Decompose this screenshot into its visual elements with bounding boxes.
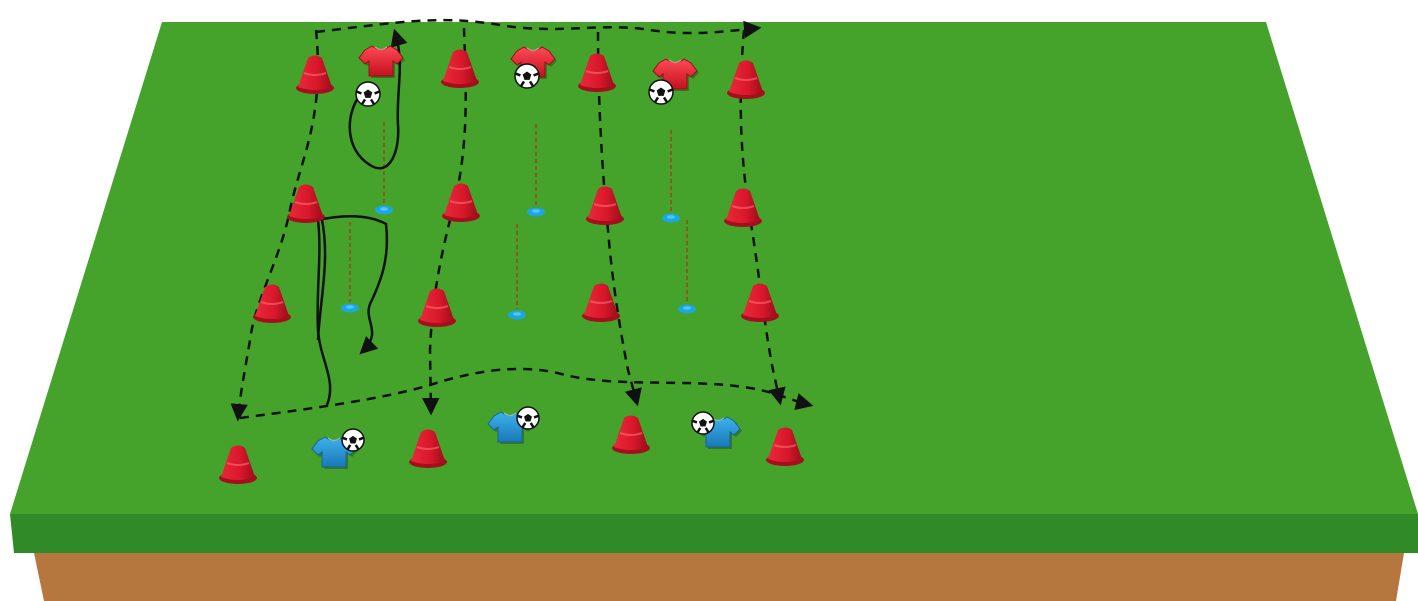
- run-path: [239, 367, 814, 420]
- pass-lines: [349, 122, 688, 309]
- cone-icon: [741, 283, 779, 322]
- run-path: [230, 29, 320, 422]
- soccer-ball-icon: [341, 428, 365, 452]
- cone-icon: [441, 49, 479, 88]
- cone-layer: [219, 49, 804, 484]
- cone-icon: [253, 284, 291, 323]
- cone-icon: [219, 445, 257, 484]
- soccer-ball-icon: [514, 63, 540, 89]
- flat-marker-icon: [678, 304, 696, 314]
- dribble-path: [316, 214, 389, 406]
- soccer-ball-icon: [691, 411, 715, 435]
- flat-marker-icon: [508, 310, 526, 320]
- cone-icon: [724, 188, 762, 227]
- soccer-ball-icon: [648, 79, 674, 105]
- dribble-path: [348, 28, 408, 170]
- marker-layer: [341, 205, 696, 320]
- cone-icon: [582, 283, 620, 322]
- run-path: [315, 18, 762, 39]
- cone-icon: [418, 288, 456, 327]
- red-shirt-icon: [358, 45, 405, 78]
- cone-icon: [287, 184, 325, 223]
- ball-layer: [341, 63, 715, 452]
- cone-icon: [578, 53, 616, 92]
- cone-icon: [409, 429, 447, 468]
- cone-icon: [442, 183, 480, 222]
- soccer-ball-icon: [355, 81, 381, 107]
- pitch-surface: [10, 22, 1418, 514]
- run-path: [596, 31, 642, 407]
- cone-icon: [727, 60, 765, 99]
- dribble-path: [316, 219, 327, 341]
- cone-icon: [766, 427, 804, 466]
- soccer-ball-icon: [516, 406, 540, 430]
- flat-marker-icon: [662, 213, 680, 223]
- flat-marker-icon: [375, 205, 393, 215]
- pitch-front-edge: [10, 514, 1418, 553]
- cone-icon: [296, 55, 334, 94]
- cone-icon: [612, 415, 650, 454]
- cone-icon: [586, 186, 624, 225]
- soil-side: [34, 553, 1404, 601]
- flat-marker-icon: [341, 303, 359, 313]
- flat-marker-icon: [527, 207, 545, 217]
- run-path: [739, 29, 786, 406]
